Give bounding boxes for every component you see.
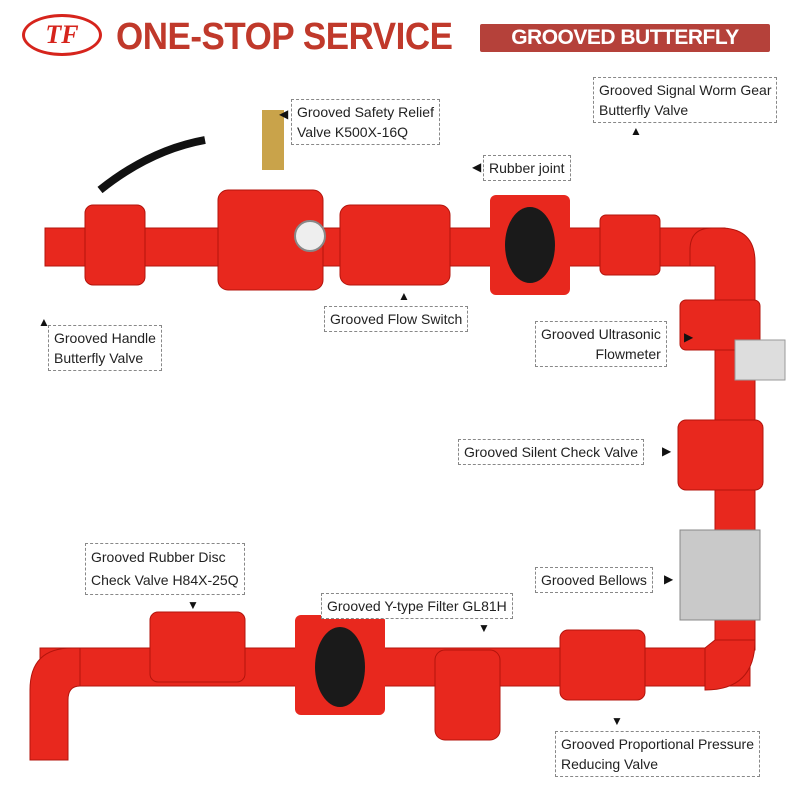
flowmeter-display xyxy=(734,339,786,381)
arrow-right-icon: ▶ xyxy=(664,572,674,586)
rubber-joint xyxy=(505,207,555,283)
bottom-left-elbow xyxy=(29,647,81,761)
flow-switch xyxy=(339,204,451,286)
label-flow-switch: Grooved Flow Switch xyxy=(324,306,469,332)
arrow-left-icon: ◀ xyxy=(279,107,289,121)
handle-valve xyxy=(84,204,146,286)
page-subtitle: GROOVED BUTTERFLY VALVE xyxy=(480,24,770,77)
silent-check-valve xyxy=(677,419,764,491)
y-filter xyxy=(434,649,501,741)
signal-worm-valve xyxy=(599,214,661,276)
relief-valve-top xyxy=(262,110,284,170)
label-y-filter: Grooved Y-type Filter GL81H xyxy=(321,593,513,619)
bellows xyxy=(679,529,761,621)
label-silent-check-valve: Grooved Silent Check Valve xyxy=(458,439,645,465)
pressure-gauge xyxy=(294,220,326,252)
rubber-disc-check-valve xyxy=(149,611,246,683)
arrow-up-icon: ▲ xyxy=(38,315,50,329)
bottom-right-elbow xyxy=(704,639,756,691)
arrow-up-icon: ▲ xyxy=(398,289,410,303)
pressure-reducing-valve xyxy=(559,629,646,701)
arrow-up-icon: ▲ xyxy=(630,124,642,138)
arrow-down-icon: ▼ xyxy=(478,621,490,635)
handle-lever xyxy=(97,136,206,194)
arrow-down-icon: ▼ xyxy=(187,598,199,612)
page-title: ONE-STOP SERVICE xyxy=(116,16,453,58)
label-rubber-joint: Rubber joint xyxy=(483,155,571,181)
rubber-joint-bottom xyxy=(315,627,365,707)
arrow-right-icon: ▶ xyxy=(662,444,672,458)
ultrasonic-flowmeter xyxy=(679,299,761,351)
brand-logo: TF xyxy=(22,14,102,56)
arrow-left-icon: ◀ xyxy=(472,160,482,174)
label-bellows: Grooved Bellows xyxy=(535,567,653,593)
arrow-right-icon: ▶ xyxy=(684,330,694,344)
arrow-down-icon: ▼ xyxy=(611,714,623,728)
